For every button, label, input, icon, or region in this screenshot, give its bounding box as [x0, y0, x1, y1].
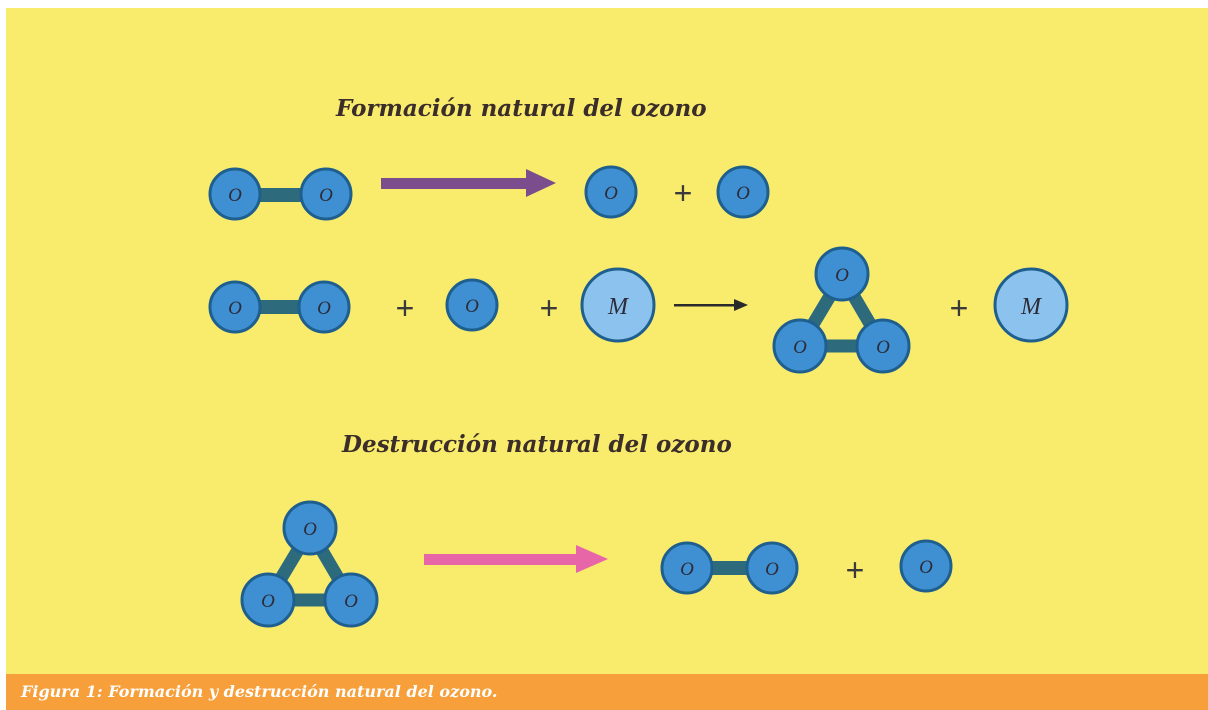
plus-sign: +	[540, 290, 559, 326]
oxygen-atom	[445, 278, 499, 332]
arrow-shaft	[381, 178, 529, 189]
oxygen-atom-label: O	[793, 337, 807, 358]
arrow-shaft	[424, 554, 578, 565]
plus-sign: +	[846, 552, 865, 588]
destruction-ozone-molecule: O O O	[240, 500, 379, 628]
row1-o2-molecule: O O	[208, 167, 353, 221]
oxygen-atom	[282, 500, 338, 556]
photolysis-arrow	[381, 169, 556, 197]
destruction-arrow	[424, 545, 608, 573]
destruction-o2-molecule: O O	[660, 541, 799, 595]
oxygen-atom	[323, 572, 379, 628]
ozone-diagram: Formación natural del ozono Destrucción …	[6, 8, 1208, 674]
oxygen-atom-label: O	[261, 591, 275, 612]
third-body-m-product: M	[993, 267, 1069, 343]
oxygen-atom-label: O	[604, 183, 618, 204]
oxygen-atom-label: O	[228, 298, 242, 319]
plus-sign: +	[674, 175, 693, 211]
plus-sign: +	[950, 290, 969, 326]
oxygen-atom-label: O	[303, 519, 317, 540]
oxygen-atom	[240, 572, 296, 628]
oxygen-atom	[297, 280, 351, 334]
oxygen-atom	[208, 167, 262, 221]
oxygen-atom-label: O	[317, 298, 331, 319]
oxygen-atom-label: O	[835, 265, 849, 286]
row2-o2-molecule: O O	[208, 280, 351, 334]
bond	[706, 561, 758, 575]
oxygen-atom	[584, 165, 638, 219]
oxygen-atom-label: O	[680, 559, 694, 580]
oxygen-atom	[899, 539, 953, 593]
third-body-label: M	[1020, 294, 1043, 320]
formation-heading: Formación natural del ozono	[335, 95, 707, 122]
row2-oxygen-atom: O	[445, 278, 499, 332]
oxygen-atom	[772, 318, 828, 374]
diagram-canvas: Formación natural del ozono Destrucción …	[208, 95, 1069, 628]
oxygen-atom-label: O	[228, 185, 242, 206]
oxygen-atom-label: O	[465, 296, 479, 317]
oxygen-atom-label: O	[344, 591, 358, 612]
third-body-m: M	[580, 267, 656, 343]
figure-caption: Figura 1: Formación y destrucción natura…	[21, 682, 498, 701]
oxygen-atom-label: O	[876, 337, 890, 358]
caption-bar: Figura 1: Formación y destrucción natura…	[6, 674, 1208, 710]
destruction-heading: Destrucción natural del ozono	[341, 431, 732, 458]
oxygen-atom	[299, 167, 353, 221]
oxygen-atom	[855, 318, 911, 374]
reaction-arrow	[674, 299, 748, 311]
oxygen-atom-label: O	[319, 185, 333, 206]
oxygen-atom	[208, 280, 262, 334]
third-body-atom	[580, 267, 656, 343]
third-body-atom	[993, 267, 1069, 343]
row1-product-oxygen: O	[584, 165, 638, 219]
arrow-head	[734, 299, 748, 311]
oxygen-atom	[814, 246, 870, 302]
third-body-label: M	[607, 294, 630, 320]
arrow-shaft	[674, 304, 736, 307]
plus-sign: +	[396, 290, 415, 326]
row1-product-oxygen: O	[716, 165, 770, 219]
oxygen-atom-label: O	[765, 559, 779, 580]
ozone-molecule: O O O	[772, 246, 911, 374]
bond	[255, 300, 307, 314]
oxygen-atom	[716, 165, 770, 219]
oxygen-atom	[745, 541, 799, 595]
oxygen-atom-label: O	[736, 183, 750, 204]
arrow-head	[526, 169, 556, 197]
arrow-head	[576, 545, 608, 573]
destruction-product-oxygen: O	[899, 539, 953, 593]
bond	[255, 188, 307, 202]
oxygen-atom-label: O	[919, 557, 933, 578]
oxygen-atom	[660, 541, 714, 595]
